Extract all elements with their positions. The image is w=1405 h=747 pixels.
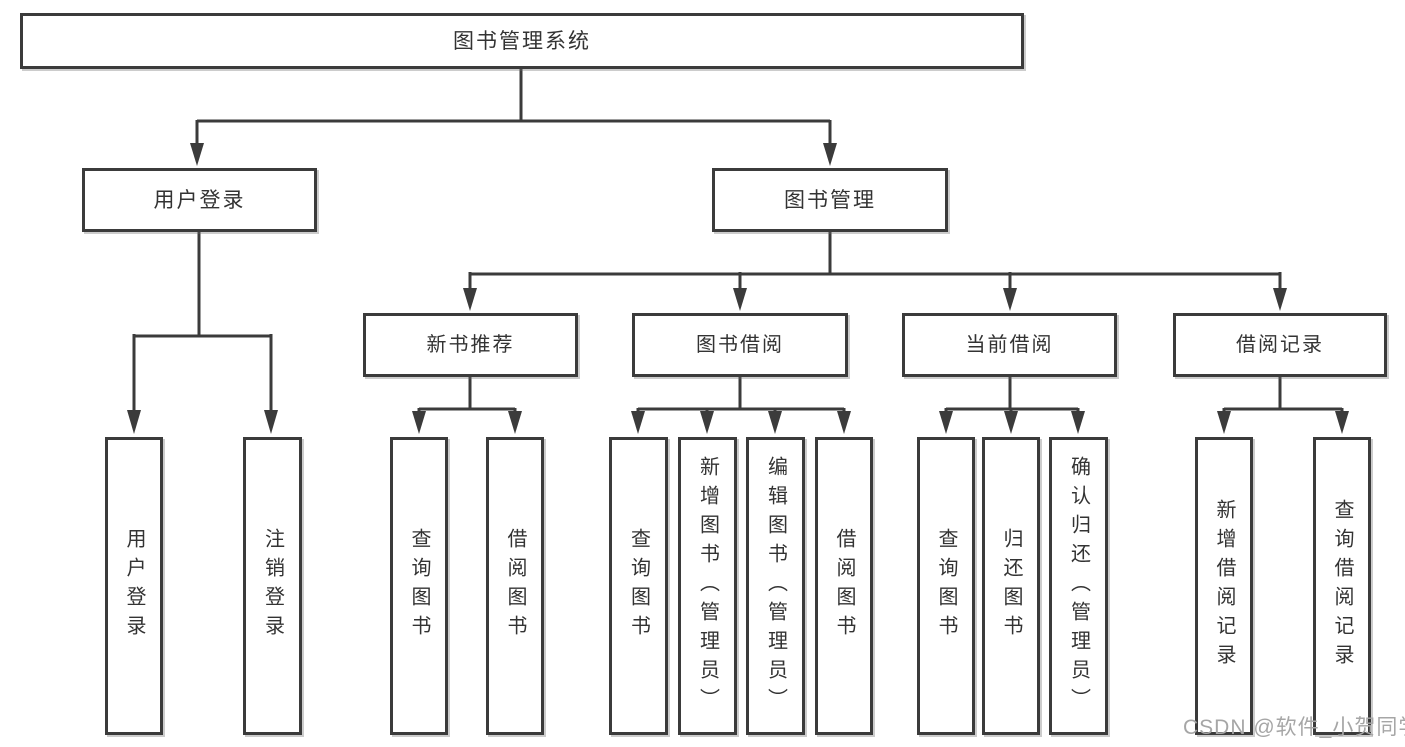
csdn-watermark: CSDN @软件_小贺同学	[1183, 716, 1405, 739]
node-label: 借阅记录	[1236, 334, 1324, 356]
node-library-system: 图书管理系统	[20, 13, 1024, 69]
leaf-query-books-borrowing: 查询图书	[609, 437, 668, 735]
node-label: 查询借阅记录	[1331, 499, 1353, 673]
node-label: 注销登录	[261, 528, 284, 644]
node-label: 新书推荐	[426, 334, 515, 356]
node-user-login: 用户登录	[82, 168, 317, 232]
leaf-add-book-admin: 新增图书（管理员）	[678, 437, 737, 735]
node-label: 图书借阅	[696, 334, 784, 356]
node-label: 查询图书	[408, 528, 430, 644]
node-label: 图书管理	[784, 188, 876, 212]
node-label: 用户登录	[153, 188, 246, 212]
leaf-confirm-return-admin: 确认归还（管理员）	[1049, 437, 1108, 735]
node-label: 确认归还（管理员）	[1067, 455, 1090, 717]
leaf-query-books-current: 查询图书	[917, 437, 975, 735]
node-label: 借阅图书	[504, 528, 526, 644]
leaf-return-book: 归还图书	[982, 437, 1040, 735]
leaf-borrow-books-recommend: 借阅图书	[486, 437, 544, 735]
leaf-add-borrow-record: 新增借阅记录	[1195, 437, 1253, 735]
leaf-query-borrow-record: 查询借阅记录	[1313, 437, 1371, 735]
leaf-borrow-books-borrowing: 借阅图书	[815, 437, 873, 735]
leaf-query-books-recommend: 查询图书	[390, 437, 448, 735]
node-label: 归还图书	[1000, 528, 1022, 644]
node-book-management: 图书管理	[712, 168, 948, 232]
node-current-borrowing: 当前借阅	[902, 313, 1117, 377]
leaf-edit-book-admin: 编辑图书（管理员）	[746, 437, 805, 735]
node-label: 新增图书（管理员）	[696, 455, 719, 717]
node-label: 新增借阅记录	[1213, 499, 1235, 673]
node-label: 图书管理系统	[453, 29, 591, 53]
node-borrow-records: 借阅记录	[1173, 313, 1387, 377]
node-new-book-recommend: 新书推荐	[363, 313, 578, 377]
node-book-borrowing: 图书借阅	[632, 313, 848, 377]
node-label: 查询图书	[935, 528, 957, 644]
node-label: 查询图书	[627, 528, 650, 644]
leaf-user-login: 用户登录	[105, 437, 163, 735]
leaf-logout: 注销登录	[243, 437, 302, 735]
node-label: 当前借阅	[965, 334, 1054, 356]
node-label: 用户登录	[123, 528, 145, 644]
node-label: 借阅图书	[833, 528, 855, 644]
node-label: 编辑图书（管理员）	[764, 455, 787, 717]
